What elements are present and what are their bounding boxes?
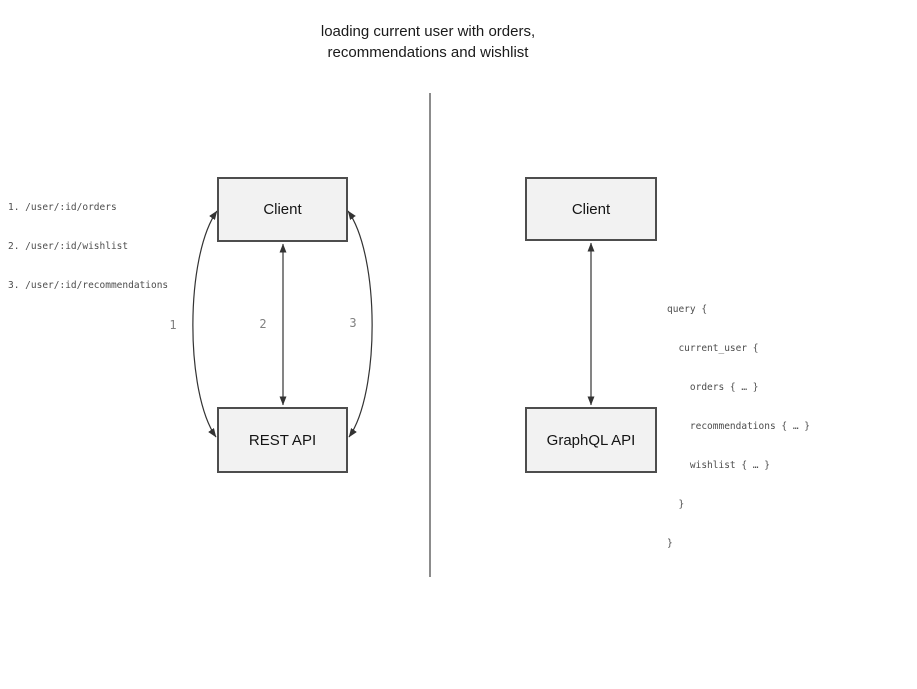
diagram-title: loading current user with orders, recomm… xyxy=(128,21,728,63)
graphql-query-snippet: query { current_user { orders { … } reco… xyxy=(667,277,810,576)
rest-endpoint-orders: 1. /user/:id/orders xyxy=(8,202,117,213)
arrow-label-2: 2 xyxy=(259,317,267,331)
rest-endpoints-list: 1. /user/:id/orders 2. /user/:id/wishlis… xyxy=(8,175,168,318)
arrow-label-1: 1 xyxy=(169,318,177,332)
query-line: recommendations { … } xyxy=(667,421,810,432)
graphql-client-label: Client xyxy=(571,200,611,218)
rest-api-label: REST API xyxy=(248,431,317,449)
rest-endpoint-wishlist: 2. /user/:id/wishlist xyxy=(8,241,129,252)
query-line: } xyxy=(667,538,673,549)
query-line: query { xyxy=(667,304,708,315)
graphql-api-label: GraphQL API xyxy=(546,431,636,449)
query-line: current_user { xyxy=(667,343,759,354)
graphql-api-node: GraphQL API xyxy=(525,407,657,473)
rest-client-node: Client xyxy=(217,177,348,242)
graphql-client-node: Client xyxy=(525,177,657,241)
rest-arrow-3 xyxy=(347,210,373,438)
rest-api-node: REST API xyxy=(217,407,348,473)
diagram-title-line2: recommendations and wishlist xyxy=(327,44,529,61)
rest-endpoint-recommendations: 3. /user/:id/recommendations xyxy=(8,280,169,291)
rest-client-label: Client xyxy=(263,201,302,218)
diagram-title-line1: loading current user with orders, xyxy=(320,23,536,40)
query-line: orders { … } xyxy=(667,382,759,393)
rest-arrow-1 xyxy=(192,210,218,438)
query-line: } xyxy=(667,499,685,510)
query-line: wishlist { … } xyxy=(667,460,770,471)
arrow-label-3: 3 xyxy=(349,316,357,330)
